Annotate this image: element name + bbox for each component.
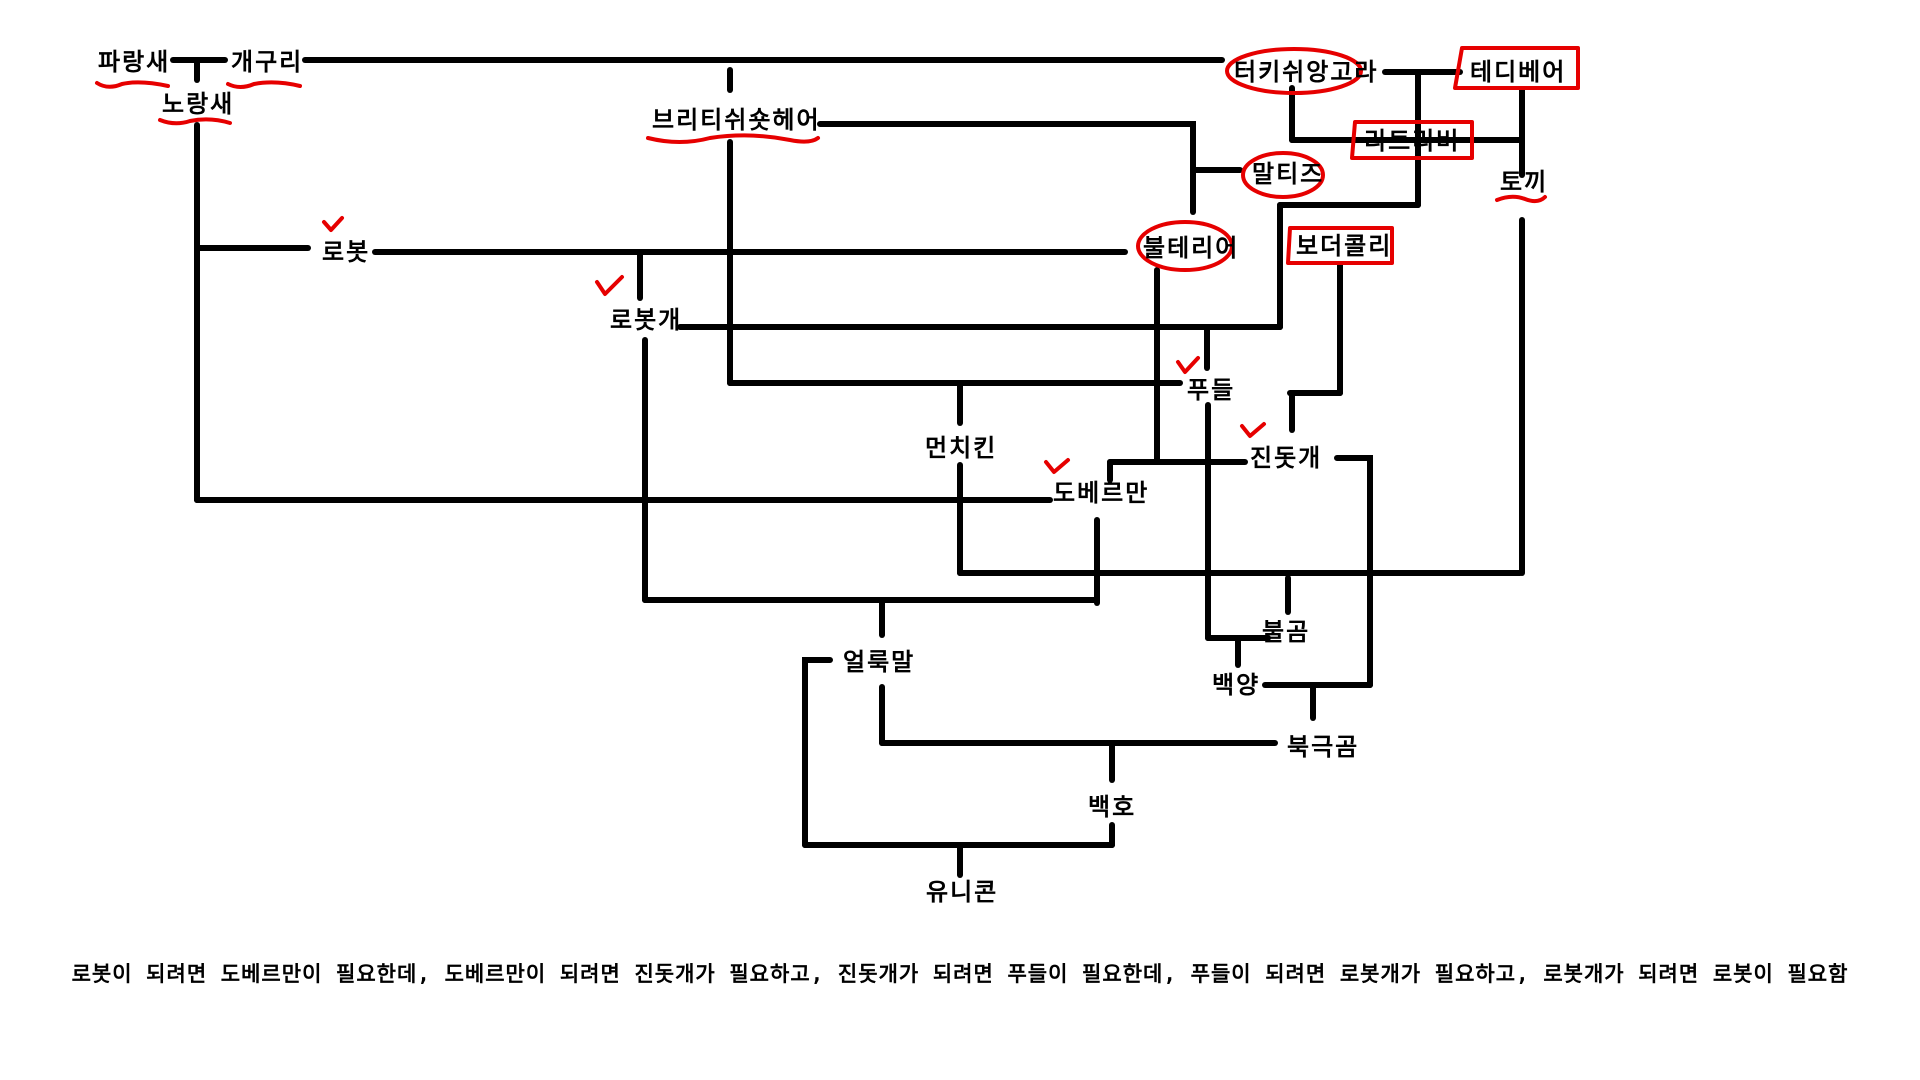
check-doberman [1044, 458, 1070, 474]
check-robotdog [595, 275, 624, 296]
edge-jindo-right [1334, 455, 1373, 688]
edge-zebra-left [802, 657, 833, 848]
node-robotdog: 로봇개 [610, 306, 682, 334]
underline-toki [1495, 194, 1547, 204]
underline-gaeguri [226, 80, 302, 89]
node-robot: 로봇 [322, 238, 370, 266]
node-retriever: 리트리버 [1364, 127, 1460, 155]
node-labels: 파랑새 개구리 노랑새 브리티쉬숏헤어 터키쉬앙고라 테디베어 리트리버 말티즈… [98, 48, 1566, 906]
node-munchkin: 먼치킨 [925, 434, 997, 462]
box-border [1286, 226, 1394, 265]
node-border: 보더콜리 [1296, 232, 1392, 260]
node-zebra: 얼룩말 [843, 648, 915, 676]
connector-lines [170, 57, 1525, 878]
node-maltese: 말티즈 [1252, 160, 1324, 188]
node-polarbear: 북극곰 [1287, 733, 1359, 761]
node-unicorn: 유니콘 [926, 878, 998, 906]
node-british: 브리티쉬숏헤어 [652, 106, 821, 134]
node-parangsae: 파랑새 [98, 48, 170, 76]
check-jindo [1240, 422, 1266, 438]
underline-parangsae [95, 80, 170, 89]
underline-british [646, 133, 820, 144]
node-gaeguri: 개구리 [231, 48, 303, 76]
node-baekyang: 백양 [1212, 671, 1260, 699]
box-retriever [1350, 120, 1474, 160]
box-teddy [1453, 46, 1580, 90]
node-bulterrier: 불테리어 [1143, 234, 1239, 262]
edge-british-right [817, 121, 1196, 173]
circle-maltese [1241, 151, 1325, 199]
node-toki: 토끼 [1500, 168, 1548, 196]
node-bulgom: 불곰 [1262, 618, 1310, 646]
caption-text: 로봇이 되려면 도베르만이 필요한데, 도베르만이 되려면 진돗개가 필요하고,… [71, 962, 1849, 986]
circle-turkish [1225, 47, 1363, 95]
node-jindo: 진돗개 [1250, 444, 1322, 472]
node-doberman: 도베르만 [1053, 479, 1149, 507]
red-annotations [95, 46, 1580, 474]
node-poodle: 푸들 [1187, 376, 1235, 404]
check-robot [322, 216, 344, 232]
node-baekho: 백호 [1088, 793, 1136, 821]
node-teddy: 테디베어 [1470, 58, 1566, 86]
check-poodle [1176, 356, 1200, 374]
underline-norangsae [158, 117, 232, 126]
node-norangsae: 노랑새 [162, 90, 234, 118]
node-turkish: 터키쉬앙고라 [1234, 58, 1378, 86]
circle-bulterrier [1136, 220, 1234, 272]
